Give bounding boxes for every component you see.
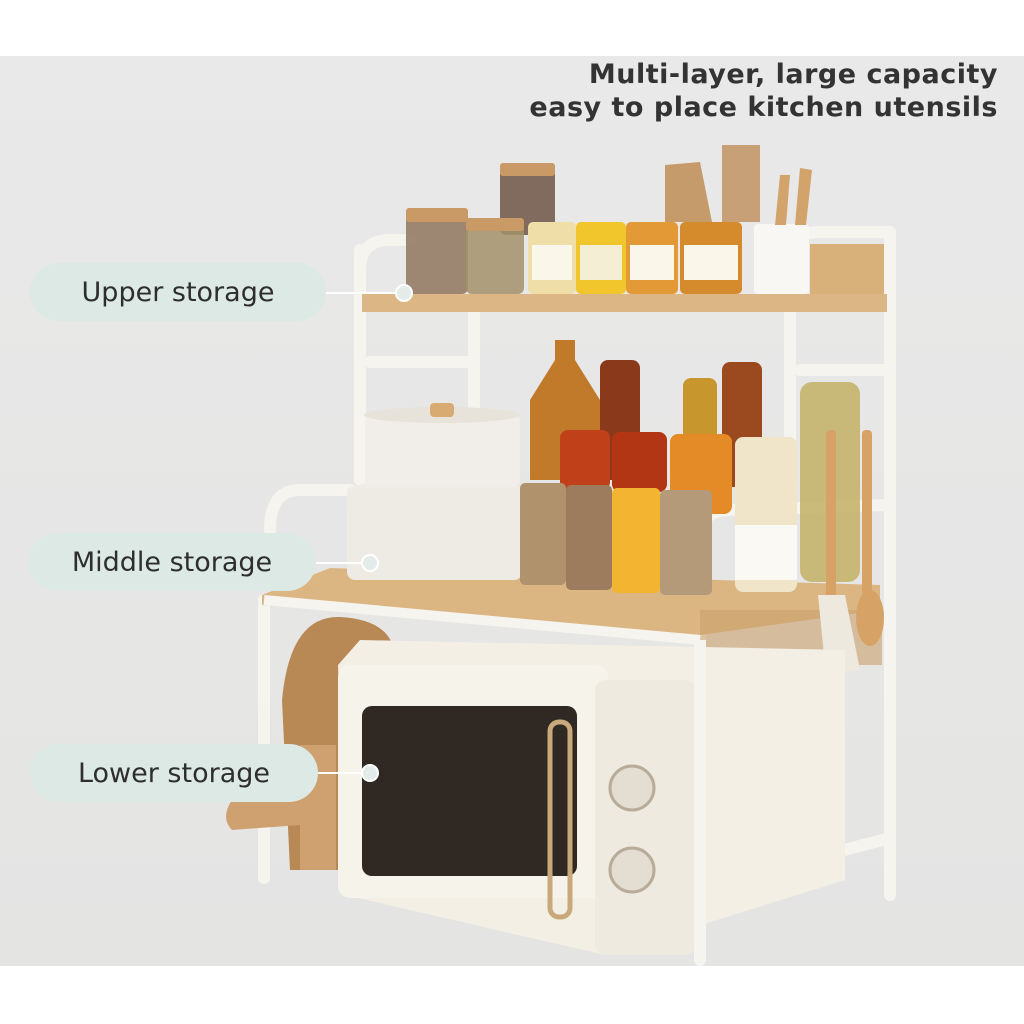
lower-storage-marker [361, 764, 379, 782]
upper-storage-label: Upper storage [30, 263, 326, 321]
headline-line-1: Multi-layer, large capacity [588, 59, 998, 90]
lower-storage-leader [318, 772, 362, 774]
bottles [520, 340, 860, 595]
pots [347, 403, 523, 580]
headline: Multi-layer, large capacity easy to plac… [529, 58, 998, 124]
lower-storage-label: Lower storage [30, 744, 318, 802]
middle-storage-marker [361, 554, 379, 572]
upper-storage-marker [395, 284, 413, 302]
middle-storage-label: Middle storage [28, 533, 316, 591]
upper-storage-leader [326, 292, 396, 294]
middle-storage-leader [316, 562, 362, 564]
microwave [338, 640, 845, 955]
upper-jars [406, 145, 812, 294]
upper-shelf [362, 294, 887, 312]
headline-line-2: easy to place kitchen utensils [529, 92, 998, 123]
hanging-utensils [818, 430, 884, 675]
